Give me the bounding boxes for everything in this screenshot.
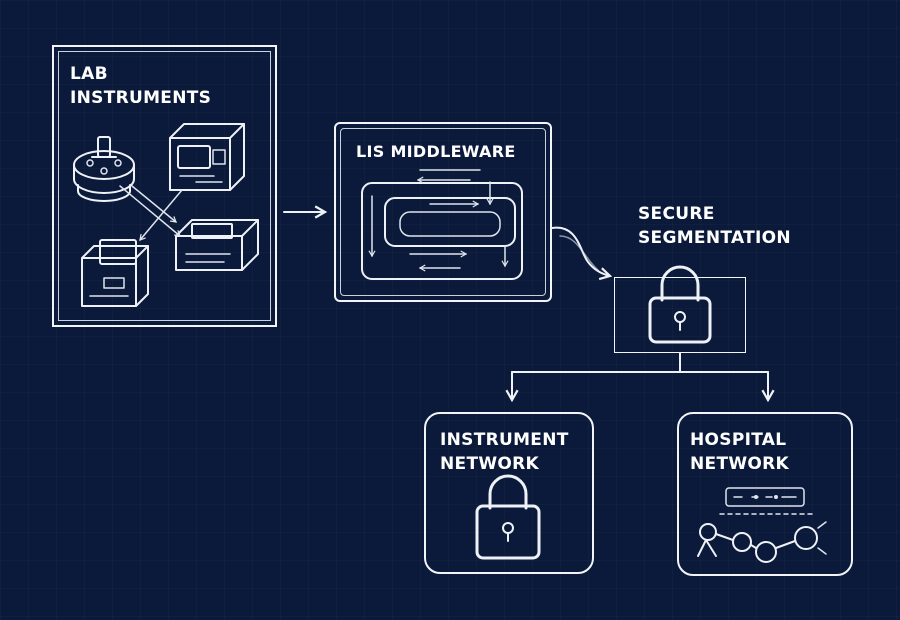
hospital-network-label: HOSPITAL NETWORK: [690, 430, 790, 474]
branch-connector: [505, 352, 775, 403]
lab-instruments-box: [52, 45, 277, 327]
secure-segmentation-label: SECURE SEGMENTATION: [638, 204, 791, 248]
lis-middleware-box: [334, 122, 552, 302]
device-icon: [81, 239, 149, 307]
instrument-network-label: INSTRUMENT NETWORK: [440, 430, 569, 474]
data-flow-icon: [361, 169, 523, 280]
hospital-network-box: [677, 412, 853, 576]
network-nodes-icon: [697, 487, 827, 563]
lab-instruments-label: LAB INSTRUMENTS: [70, 64, 212, 108]
analyzer-icon: [169, 123, 245, 191]
centrifuge-icon: [73, 136, 135, 202]
lis-middleware-label: LIS MIDDLEWARE: [356, 142, 516, 161]
sample-processor-icon: [175, 219, 259, 271]
lock-icon: [475, 474, 541, 560]
lab-instruments-inner-frame: [58, 51, 271, 321]
lock-icon: [648, 265, 712, 344]
lis-middleware-inner-frame: [340, 128, 546, 296]
instrument-network-box: [424, 412, 594, 574]
